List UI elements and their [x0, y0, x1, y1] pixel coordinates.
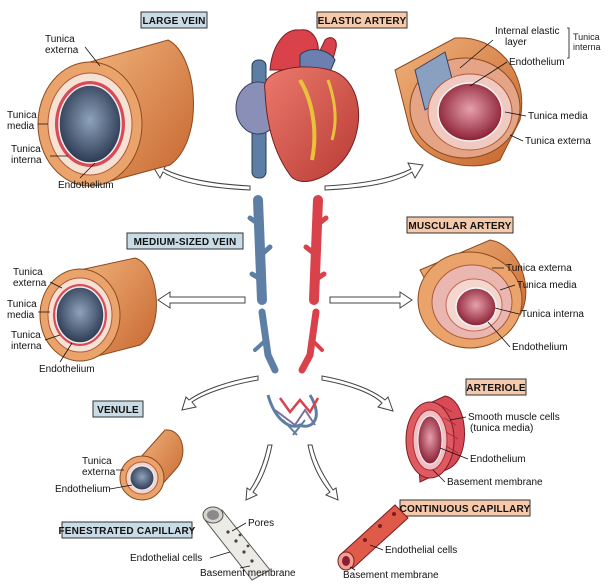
elastic-artery-bracket	[567, 27, 570, 59]
large-vein-externa-label: Tunica externa	[45, 34, 79, 56]
title-medium-vein: MEDIUM-SIZED VEIN	[126, 232, 244, 250]
arrow-to-large-vein	[151, 162, 251, 191]
fenestrated-leaders	[209, 522, 251, 569]
arrow-to-continuous-capillary	[307, 444, 339, 501]
continuous-leaders	[349, 544, 384, 571]
venule-leaders	[109, 469, 133, 490]
venule-illustration	[119, 429, 184, 501]
vein-segment-upper	[247, 195, 273, 305]
medium-vein-interna-label: Tunica interna	[11, 330, 43, 352]
svg-text:CONTINUOUS CAPILLARY: CONTINUOUS CAPILLARY	[400, 504, 531, 515]
arrow-to-medium-vein	[157, 291, 246, 309]
muscular-artery-interna-label: Tunica interna	[521, 309, 584, 320]
continuous-basement-label: Basement membrane	[343, 570, 439, 581]
fenestrated-endothelial-label: Endothelial cells	[130, 553, 202, 564]
elastic-artery-illustration	[394, 37, 523, 167]
muscular-artery-endothelium-label: Endothelium	[512, 342, 568, 353]
arteriole-leaders	[432, 416, 469, 483]
muscular-artery-externa-label: Tunica externa	[506, 263, 572, 274]
title-fenestrated-capillary: FENESTRATED CAPILLARY	[59, 521, 196, 539]
muscular-artery-media-label: Tunica media	[517, 280, 577, 291]
medium-vein-media-label: Tunica media	[7, 299, 39, 321]
continuous-capillary-illustration	[337, 504, 409, 571]
fenestrated-capillary-illustration	[202, 506, 271, 581]
venule-endothelium-label: Endothelium	[55, 484, 111, 495]
svg-text:LARGE VEIN: LARGE VEIN	[142, 16, 205, 27]
title-arteriole: ARTERIOLE	[465, 378, 527, 396]
venule-externa-label: Tunica externa	[82, 456, 116, 478]
title-continuous-capillary: CONTINUOUS CAPILLARY	[399, 499, 531, 517]
heart-illustration	[235, 29, 360, 183]
artery-segment-lower	[298, 308, 324, 374]
fenestrated-basement-label: Basement membrane	[200, 568, 296, 579]
title-muscular-artery: MUSCULAR ARTERY	[406, 216, 514, 234]
artery-segment-upper	[303, 195, 329, 305]
svg-text:FENESTRATED CAPILLARY: FENESTRATED CAPILLARY	[59, 526, 196, 537]
elastic-artery-tunica-interna-label: Tunica interna	[573, 32, 602, 52]
svg-text:MUSCULAR ARTERY: MUSCULAR ARTERY	[408, 221, 511, 232]
arrow-to-fenestrated-capillary	[245, 444, 273, 501]
elastic-artery-externa-label: Tunica externa	[525, 136, 591, 147]
svg-text:ARTERIOLE: ARTERIOLE	[466, 383, 526, 394]
elastic-artery-media-label: Tunica media	[528, 111, 588, 122]
large-vein-leaders	[38, 46, 101, 179]
fenestrated-pores-label: Pores	[248, 518, 274, 529]
medium-vein-illustration	[39, 257, 157, 362]
vein-segment-lower	[253, 308, 279, 374]
large-vein-media-label: Tunica media	[7, 110, 39, 132]
title-venule: VENULE	[92, 400, 144, 418]
medium-vein-leaders	[38, 281, 73, 363]
title-large-vein: LARGE VEIN	[140, 11, 208, 29]
capillary-bed	[266, 394, 320, 436]
arrow-to-elastic-artery	[324, 162, 424, 191]
medium-vein-externa-label: Tunica externa	[13, 267, 47, 289]
muscular-artery-leaders	[487, 267, 520, 348]
medium-vein-endothelium-label: Endothelium	[39, 364, 95, 375]
title-elastic-artery: ELASTIC ARTERY	[316, 11, 408, 29]
svg-text:ELASTIC ARTERY: ELASTIC ARTERY	[318, 16, 407, 27]
arrow-to-venule	[181, 375, 259, 411]
elastic-artery-elastic-label: Internal elastic layer	[495, 26, 562, 48]
large-vein-interna-label: Tunica interna	[11, 144, 43, 166]
arteriole-basement-label: Basement membrane	[447, 477, 543, 488]
arteriole-endothelium-label: Endothelium	[470, 454, 526, 465]
muscular-artery-illustration	[417, 239, 527, 349]
arrow-to-muscular-artery	[329, 291, 413, 309]
arteriole-illustration	[405, 395, 466, 483]
large-vein-illustration	[37, 39, 194, 187]
large-vein-endothelium-label: Endothelium	[58, 180, 114, 191]
elastic-artery-endothelium-label: Endothelium	[509, 57, 565, 68]
continuous-endothelial-label: Endothelial cells	[385, 545, 457, 556]
elastic-artery-leaders	[459, 39, 527, 142]
arrow-to-arteriole	[321, 375, 394, 412]
arteriole-smooth-label: Smooth muscle cells (tunica media)	[468, 412, 562, 434]
svg-text:VENULE: VENULE	[97, 405, 139, 416]
svg-text:MEDIUM-SIZED VEIN: MEDIUM-SIZED VEIN	[134, 237, 237, 248]
